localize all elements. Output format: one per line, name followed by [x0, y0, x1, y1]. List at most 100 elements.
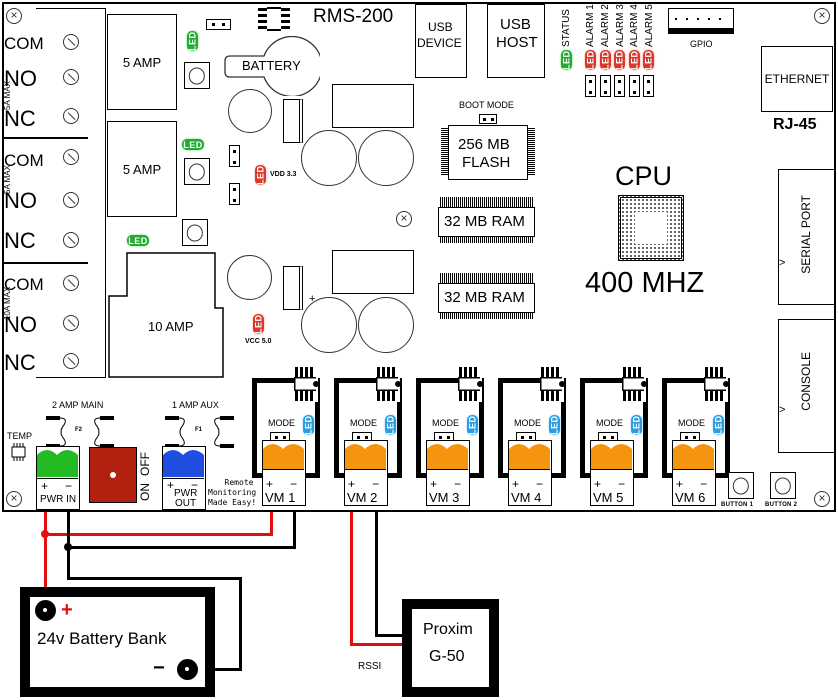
alarm-jumper[interactable]: [585, 75, 596, 97]
alarm-jumper[interactable]: [614, 75, 625, 97]
mounting-hole-icon: ×: [814, 8, 830, 24]
terminal-com-label: COM: [4, 34, 44, 53]
positive-wire: [44, 533, 273, 536]
relay-terminal-block: [36, 8, 106, 378]
vm-terminal[interactable]: [262, 440, 306, 506]
status-led-label: STATUS: [561, 9, 572, 47]
console-port[interactable]: [778, 319, 834, 453]
usb-device-label: USB: [428, 20, 453, 34]
flash-label: FLASH: [462, 154, 511, 171]
terminal-no-label: NO: [4, 312, 37, 337]
screw-terminal-icon[interactable]: [63, 232, 79, 248]
alarm-led-label: ALARM 2: [600, 4, 611, 47]
gpio-header[interactable]: [668, 8, 734, 34]
vm-terminal[interactable]: [508, 440, 552, 506]
alarm-jumper[interactable]: [629, 75, 640, 97]
mounting-hole-icon: ×: [814, 491, 830, 507]
relay-10amp: [108, 252, 224, 378]
connector-notch: >: [779, 404, 786, 416]
boot-mode-label: BOOT MODE: [459, 100, 514, 110]
diode: [283, 266, 303, 310]
rssi-label: RSSI: [358, 661, 382, 672]
screw-terminal-icon[interactable]: [63, 315, 79, 331]
jumper[interactable]: [206, 19, 231, 30]
usb-device-port[interactable]: [415, 4, 467, 78]
ethernet-port[interactable]: ETHERNET: [761, 46, 833, 112]
jumper[interactable]: [229, 145, 240, 167]
temp-sensor-icon: [11, 443, 26, 461]
button-1[interactable]: [728, 472, 754, 499]
ram-chip: [438, 207, 535, 237]
vm-terminal[interactable]: [426, 440, 470, 506]
alarm-led: LED: [629, 50, 640, 70]
vm-chip-icon: [704, 366, 728, 402]
serial-port[interactable]: [778, 169, 834, 305]
push-button[interactable]: [184, 158, 210, 185]
mounting-hole-icon: ×: [6, 8, 22, 24]
screw-terminal-icon[interactable]: [63, 149, 79, 165]
battery-positive-terminal[interactable]: [35, 600, 56, 621]
vm-plus: +: [594, 477, 602, 491]
screw-terminal-icon[interactable]: [63, 34, 79, 50]
alarm-led: LED: [614, 50, 625, 70]
push-button[interactable]: [184, 62, 210, 89]
alarm-led: LED: [643, 50, 654, 70]
tagline: Made Easy!: [208, 498, 257, 507]
ram-label: 32 MB RAM: [444, 289, 525, 306]
vm-led: LED: [549, 415, 560, 435]
ram-label: 32 MB RAM: [444, 213, 525, 230]
serial-port-label: SERIAL PORT: [799, 195, 813, 274]
power-out-label: PWR: [174, 488, 198, 499]
button-1-label: BUTTON 1: [721, 502, 754, 508]
capacitor-icon: [228, 89, 272, 133]
led-indicator: LED: [182, 139, 204, 150]
negative-wire: [239, 577, 242, 671]
alarm-jumper[interactable]: [643, 75, 654, 97]
alarm-jumper[interactable]: [600, 75, 611, 97]
vm-mode-label: MODE: [596, 418, 623, 428]
push-button[interactable]: [182, 219, 208, 246]
fuse-holders: [46, 416, 234, 448]
diode: [283, 99, 303, 143]
vm-mode-label: MODE: [514, 418, 541, 428]
capacitor-icon: [358, 130, 414, 186]
vm-terminal[interactable]: [672, 440, 716, 506]
power-switch[interactable]: [89, 447, 137, 503]
led-indicator: LED: [253, 314, 264, 334]
rms-200-board: [2, 2, 836, 512]
vm-terminal[interactable]: [590, 440, 634, 506]
coin-battery-holder: [224, 36, 320, 96]
vm-led: LED: [631, 415, 642, 435]
positive-wire: [270, 512, 273, 536]
screw-terminal-icon[interactable]: [63, 275, 79, 291]
temp-label: TEMP: [7, 431, 33, 441]
power-out-plus: +: [167, 478, 175, 492]
screw-terminal-icon[interactable]: [63, 192, 79, 208]
button-2[interactable]: [770, 472, 796, 499]
vm-mode-label: MODE: [678, 418, 705, 428]
connector-notch: >: [779, 257, 786, 269]
screw-terminal-icon[interactable]: [63, 69, 79, 85]
battery-negative-terminal[interactable]: [177, 659, 198, 680]
screw-terminal-icon[interactable]: [63, 353, 79, 369]
vm-chip-icon: [458, 366, 482, 402]
power-in-terminal[interactable]: [36, 446, 80, 510]
proxim-radio: [402, 599, 499, 697]
power-in-minus: −: [65, 479, 73, 493]
vm-plus: +: [676, 477, 684, 491]
boot-mode-jumper[interactable]: [479, 114, 497, 124]
rssi-positive-wire: [350, 512, 353, 646]
radio-label: G-50: [429, 648, 465, 665]
rj45-label: RJ-45: [773, 116, 817, 133]
battery-plus-sign: +: [61, 599, 73, 621]
vm-terminal[interactable]: [344, 440, 388, 506]
vm-plus: +: [266, 477, 274, 491]
jumper[interactable]: [229, 183, 240, 205]
battery-label: BATTERY: [242, 58, 301, 73]
vm-label: VM 2: [347, 490, 378, 505]
usb-host-port[interactable]: [487, 4, 545, 78]
screw-terminal-icon[interactable]: [63, 108, 79, 124]
ram-chip: [438, 283, 535, 313]
vm-label: VM 5: [593, 490, 624, 505]
power-out-terminal[interactable]: [162, 446, 206, 510]
